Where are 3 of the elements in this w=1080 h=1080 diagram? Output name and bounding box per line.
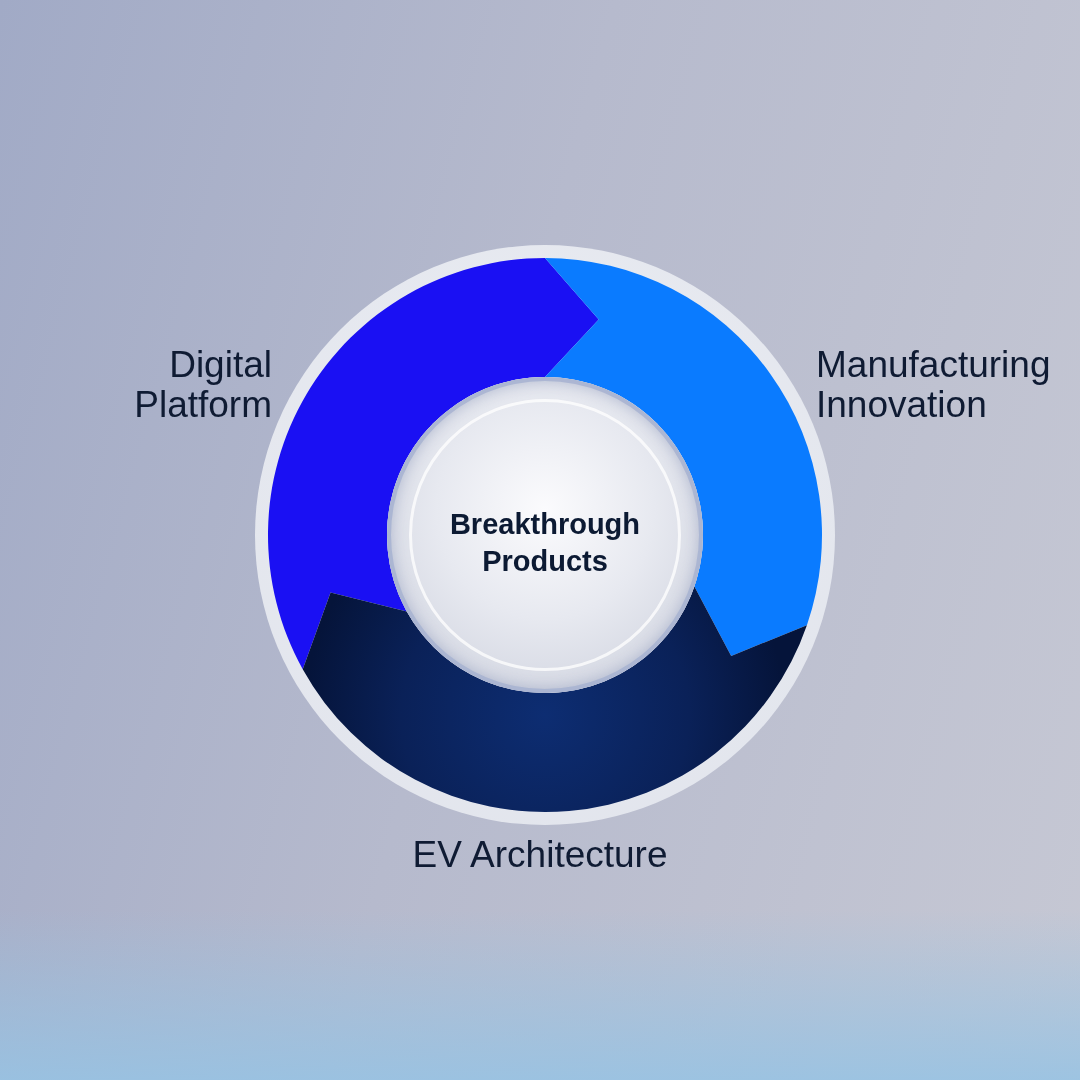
segment-label: EV Architecture <box>411 835 669 875</box>
segment-label: Digital Platform <box>133 345 272 425</box>
segment-label: Manufacturing Innovation <box>816 345 1052 425</box>
